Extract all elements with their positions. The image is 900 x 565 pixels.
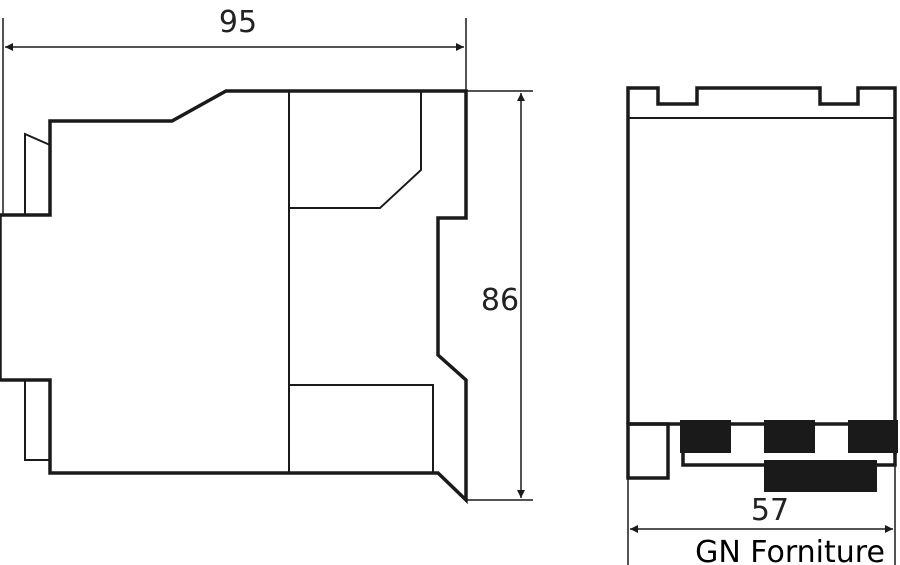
depth-dimension: 57	[627, 424, 896, 565]
lower-terminal-cover	[289, 384, 434, 473]
lower-clip	[24, 380, 50, 461]
front-view	[626, 86, 898, 492]
terminal-block	[848, 420, 898, 453]
terminal-block	[764, 420, 815, 453]
width-label: 95	[219, 5, 257, 40]
upper-terminal-cover	[289, 91, 422, 209]
bottom-terminal-block	[764, 460, 877, 492]
terminal-block	[680, 420, 731, 453]
din-clip-box	[626, 422, 670, 480]
depth-label: 57	[751, 493, 789, 528]
side-outline	[0, 89, 468, 505]
watermark-text: GN Forniture	[695, 535, 885, 565]
side-view	[0, 89, 468, 505]
width-dimension: 95	[2, 5, 467, 215]
upper-clip	[24, 132, 51, 215]
height-label: 86	[481, 283, 519, 318]
height-dimension: 86	[466, 90, 533, 501]
front-outline	[626, 86, 897, 455]
